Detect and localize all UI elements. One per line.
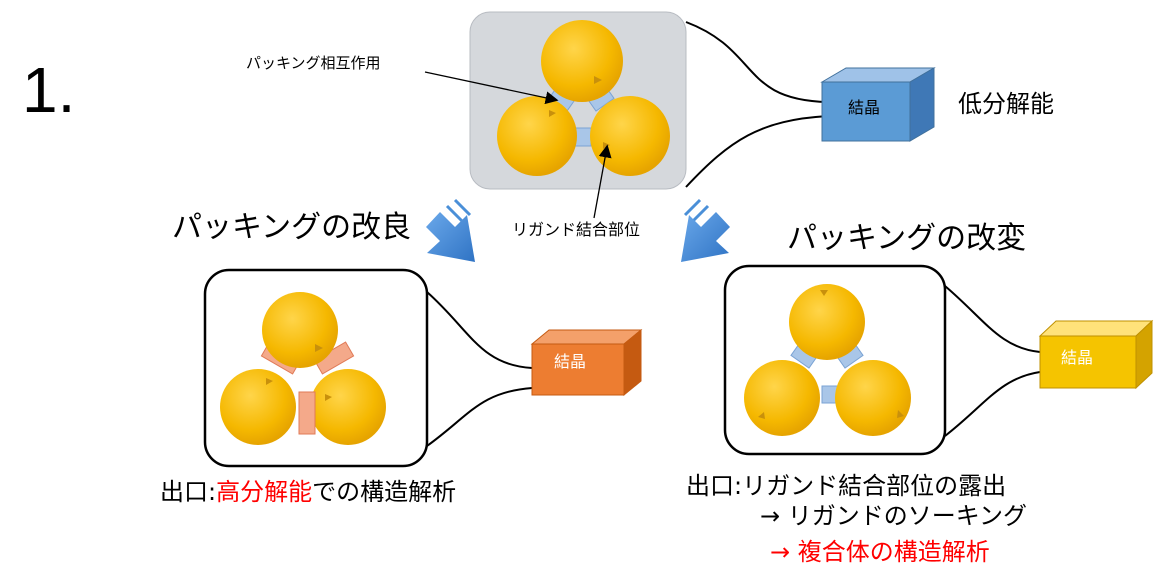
crystal-label-right: 結晶 [1060,348,1093,367]
outlet-right: 出口:リガンド結合部位の露出 [686,474,1006,498]
ligand-site-marker [549,110,556,117]
outlet-right-prefix: 出口: [686,472,743,500]
sphere [262,292,338,368]
ligand-site-label: リガンド結合部位 [512,220,641,239]
ligand-site-marker [758,412,765,419]
outlet-left-prefix: 出口: [160,478,217,506]
outlet-left-suffix: での構造解析 [312,478,457,506]
contact-bottom [298,391,316,435]
arrow-left [426,198,475,262]
ligand-site-marker [315,344,323,352]
top-panel [469,11,687,190]
outlet-right-complex: → 複合体の構造解析 [770,538,990,566]
outlet-right-rest: リガンド結合部位の露出 [742,472,1007,500]
contact-bottom [574,127,592,147]
arrow-right [681,198,730,262]
left-panel [203,268,429,468]
right-panel [723,264,947,456]
sphere [310,369,386,445]
ligand-site-marker [897,410,904,418]
ligand-site-marker [594,76,602,84]
sphere [541,20,623,102]
ligand-label-arrow [593,144,612,219]
crystal-left [530,328,643,397]
step-number: 1. [22,54,76,126]
ligand-site-marker [820,290,828,296]
packing-interaction-label: パッキング相互作用 [246,54,381,72]
outlet-left: 出口:高分解能での構造解析 [160,480,456,504]
ligand-site-marker [266,378,273,385]
packing-label-arrow [424,71,559,105]
sphere [789,284,865,360]
outlet-left-highlight: 高分解能 [216,478,313,506]
crystal-label-left: 結晶 [553,352,586,371]
sphere [220,369,296,445]
crystal-right [1038,319,1154,390]
outlet-right-soaking: → リガンドのソーキング [760,502,1028,530]
modify-packing-heading: パッキングの改変 [787,221,1027,256]
sphere [835,360,911,436]
sphere [744,360,820,436]
crystal-label-top: 結晶 [847,98,880,117]
improve-packing-heading: パッキングの改良 [172,210,412,245]
crystal-top [820,67,936,142]
ligand-site-marker [325,394,332,401]
sphere [590,96,670,176]
sphere [497,96,577,176]
low-resolution-label: 低分解能 [958,90,1054,118]
